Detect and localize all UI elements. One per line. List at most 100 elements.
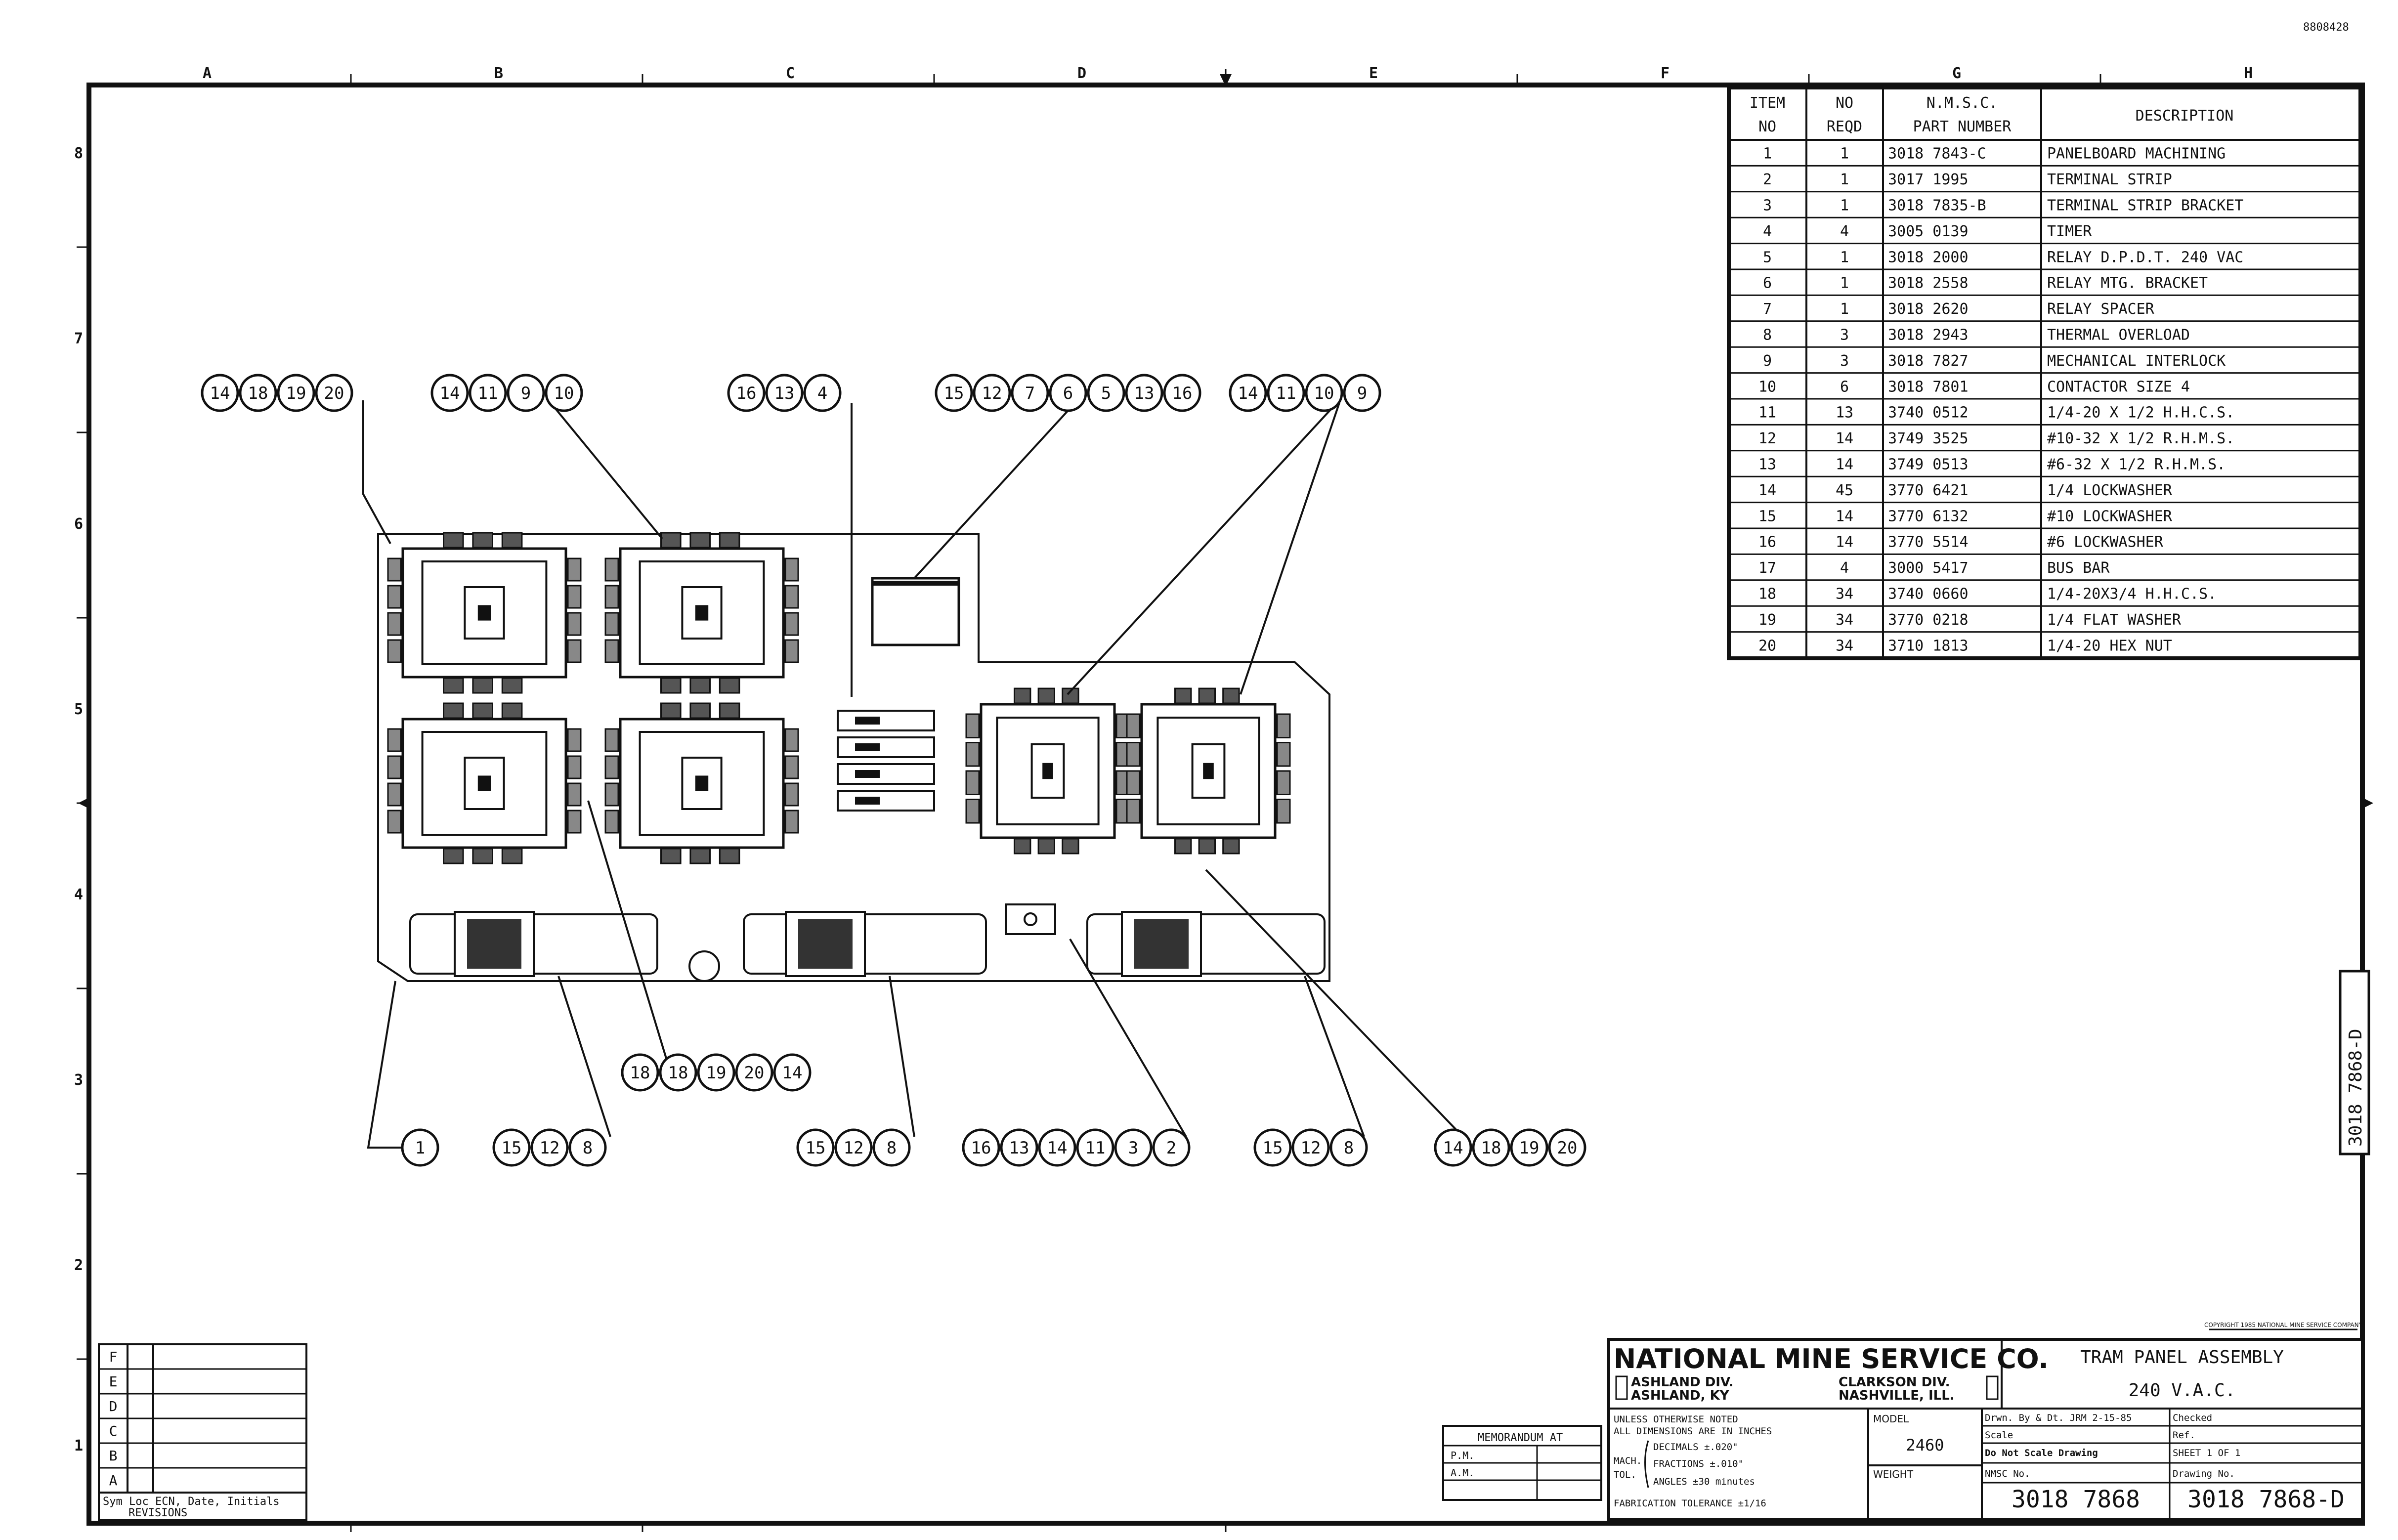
balloon-number: 12 xyxy=(844,1138,864,1158)
balloon-circle xyxy=(765,374,804,412)
balloon-number: 19 xyxy=(1519,1138,1540,1158)
revision-letter: A xyxy=(109,1472,118,1489)
balloon-number: 18 xyxy=(248,384,268,403)
balloon-number: 4 xyxy=(817,384,827,403)
contactor xyxy=(1126,687,1291,855)
balloon-circle xyxy=(1000,1128,1038,1167)
balloon-number: 15 xyxy=(502,1138,522,1158)
parts-list-table: ITEM NO NO REQD N.M.S.C. PART NUMBER DES… xyxy=(1727,86,2362,660)
border-col-a: A xyxy=(203,65,212,82)
balloon-circle xyxy=(697,1053,735,1092)
tram-panel-assembly-view xyxy=(377,532,1330,982)
balloon-circle xyxy=(401,1128,439,1167)
cell-qty: 14 xyxy=(1836,508,1853,525)
balloon-circle xyxy=(492,1128,531,1167)
balloon-circle xyxy=(1076,1128,1114,1167)
balloon-number: 20 xyxy=(744,1063,765,1083)
balloon-number: 18 xyxy=(668,1063,688,1083)
balloon-circle xyxy=(430,374,469,412)
cell-description: 1/4-20 X 1/2 H.H.C.S. xyxy=(2047,404,2234,422)
cell-qty: 3 xyxy=(1840,352,1849,370)
balloon-circle xyxy=(1087,374,1125,412)
contactor xyxy=(387,702,582,864)
border-col-d: D xyxy=(1077,65,1086,82)
cell-item: 19 xyxy=(1758,611,1776,629)
cell-qty: 1 xyxy=(1840,171,1849,188)
col-header-item-1: ITEM xyxy=(1750,94,1785,112)
cell-item: 5 xyxy=(1763,249,1772,266)
grommet xyxy=(688,950,720,982)
cell-qty: 1 xyxy=(1840,249,1849,266)
border-row-2: 2 xyxy=(74,1257,83,1274)
cell-description: #6 LOCKWASHER xyxy=(2047,534,2164,551)
cell-description: TIMER xyxy=(2047,223,2092,240)
revision-letter: F xyxy=(109,1349,118,1365)
balloon-circle xyxy=(659,1053,697,1092)
border-row-1: 1 xyxy=(74,1437,83,1454)
balloon-number: 8 xyxy=(1344,1138,1354,1158)
cell-part-number: 3740 0660 xyxy=(1888,586,1969,603)
ashland-division: ASHLAND DIV. xyxy=(1631,1375,1734,1390)
revision-letter: C xyxy=(109,1423,118,1439)
cell-qty: 4 xyxy=(1840,223,1849,240)
tol-label: TOL. xyxy=(1614,1469,1636,1480)
col-header-part-1: N.M.S.C. xyxy=(1927,94,1998,112)
balloon-number: 8 xyxy=(887,1138,897,1158)
cell-part-number: 3749 3525 xyxy=(1888,430,1969,447)
balloon-number: 6 xyxy=(1063,384,1073,403)
balloon-circle xyxy=(507,374,545,412)
cell-item: 13 xyxy=(1758,456,1776,473)
cell-part-number: 3017 1995 xyxy=(1888,171,1969,188)
balloon-number: 19 xyxy=(706,1063,727,1083)
cell-part-number: 3770 0218 xyxy=(1888,611,1969,629)
balloon-number: 13 xyxy=(1134,384,1155,403)
cell-description: 1/4-20 HEX NUT xyxy=(2047,637,2172,654)
cell-qty: 1 xyxy=(1840,197,1849,214)
cell-qty: 13 xyxy=(1836,404,1853,422)
cell-description: BUS BAR xyxy=(2047,559,2110,577)
overload-bar-right xyxy=(1086,911,1326,977)
cell-qty: 34 xyxy=(1836,611,1853,629)
balloon-circle xyxy=(735,1053,773,1092)
cell-description: CONTACTOR SIZE 4 xyxy=(2047,378,2190,395)
leader-lines xyxy=(362,399,1464,1149)
balloon-number: 18 xyxy=(630,1063,650,1083)
cell-part-number: 3710 1813 xyxy=(1888,637,1969,654)
cell-item: 2 xyxy=(1763,171,1772,188)
cell-part-number: 3000 5417 xyxy=(1888,559,1969,577)
revision-letter: D xyxy=(109,1398,118,1414)
balloon-circle xyxy=(773,1053,812,1092)
balloon-number: 12 xyxy=(1301,1138,1321,1158)
model-number: 2460 xyxy=(1906,1436,1944,1454)
cell-item: 9 xyxy=(1763,352,1772,370)
border-row-8: 8 xyxy=(74,145,83,162)
cell-part-number: 3749 0513 xyxy=(1888,456,1969,473)
balloon-number: 16 xyxy=(736,384,757,403)
cell-item: 7 xyxy=(1763,300,1772,318)
cell-part-number: 3018 2000 xyxy=(1888,249,1969,266)
company-name: NATIONAL MINE SERVICE CO. xyxy=(1614,1343,2049,1374)
border-row-7: 7 xyxy=(74,330,83,347)
cell-item: 18 xyxy=(1758,586,1776,603)
contactor xyxy=(387,532,582,694)
cell-part-number: 3018 2558 xyxy=(1888,275,1969,292)
revision-footer-2: REVISIONS xyxy=(128,1507,187,1519)
drawing-number-label: Drawing No. xyxy=(2173,1468,2235,1479)
balloon-circle xyxy=(1253,1128,1292,1167)
cell-description: #10 LOCKWASHER xyxy=(2047,508,2173,525)
cell-description: PANELBOARD MACHINING xyxy=(2047,145,2226,163)
col-header-description: DESCRIPTION xyxy=(2136,107,2234,125)
balloon-circle xyxy=(935,374,973,412)
